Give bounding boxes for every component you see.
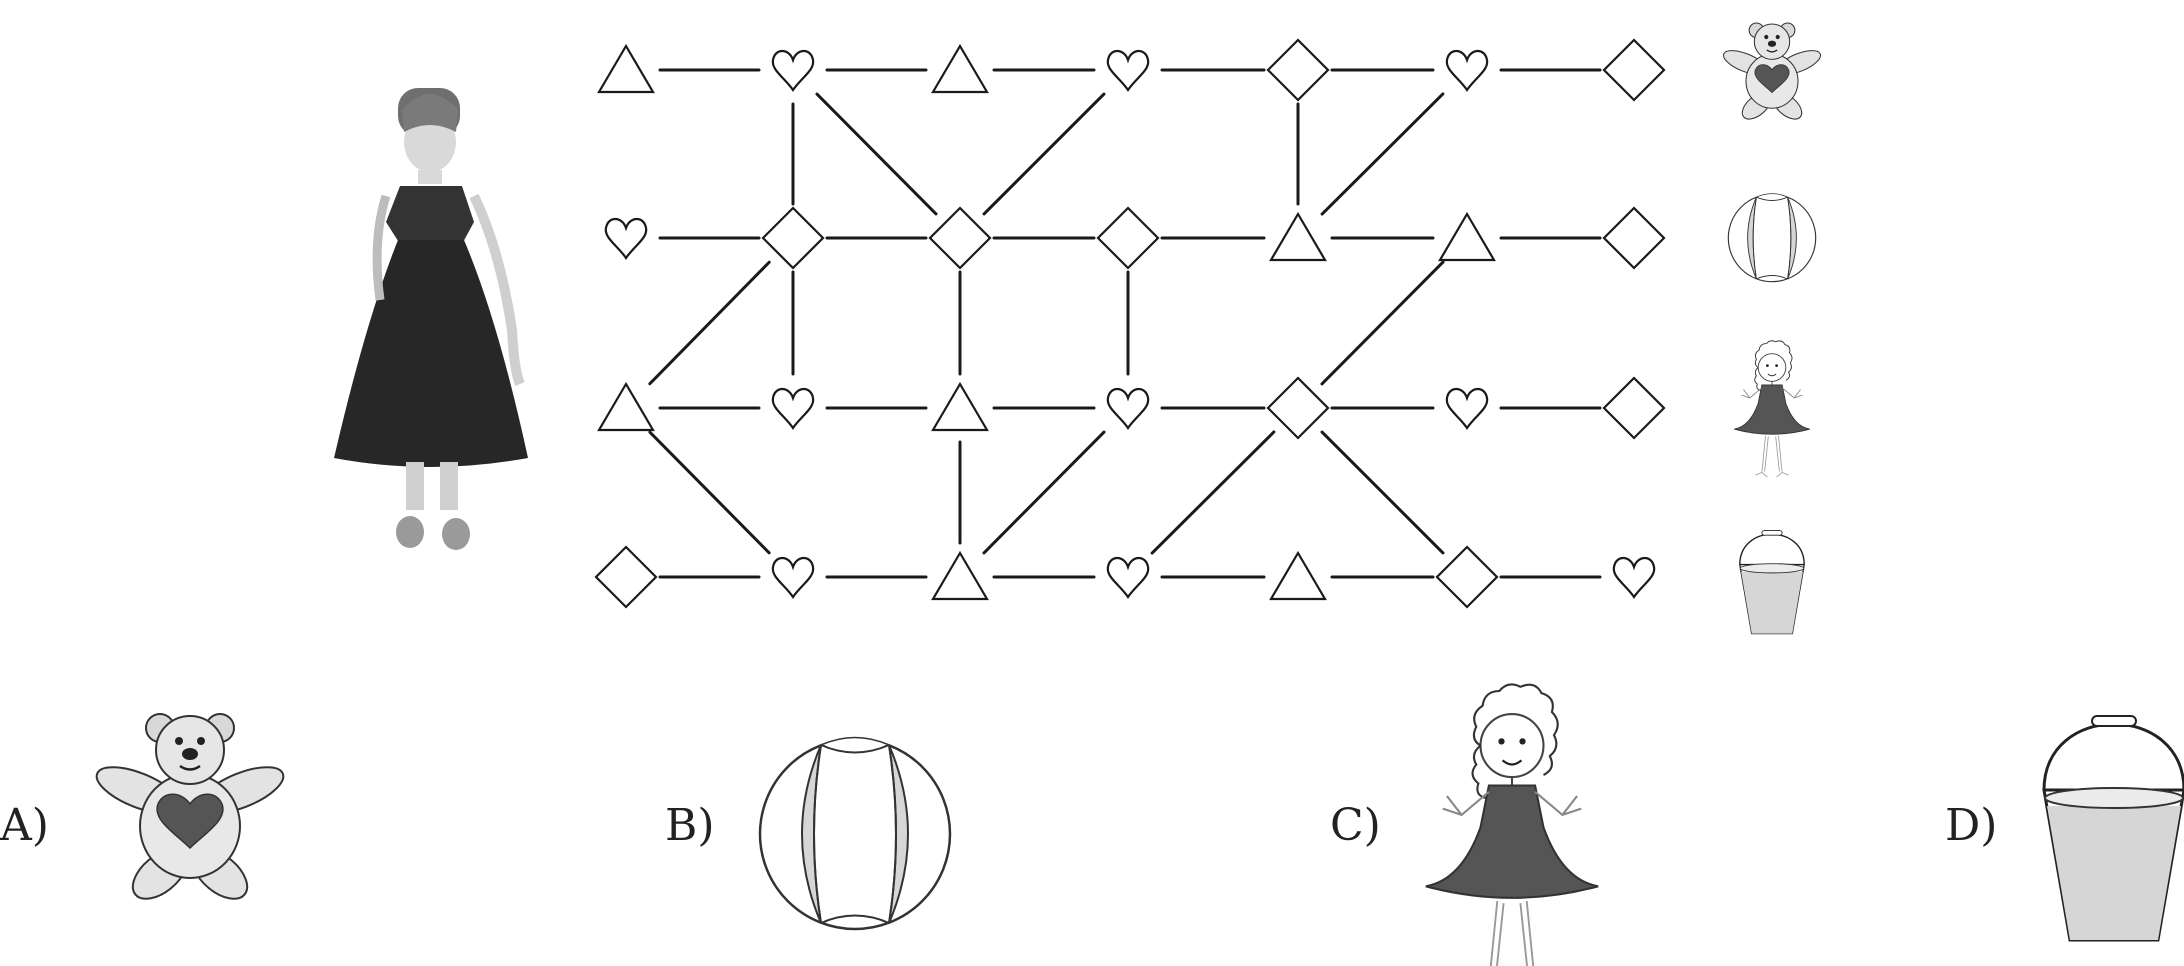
triangle-node [931,550,989,601]
triangle-node [597,381,655,432]
heart-node [771,556,815,599]
bucket-icon [1739,529,1805,635]
option-doll-icon [1424,683,1600,966]
option-label: A) [0,800,49,851]
diamond-node [761,206,825,270]
connection-line [648,430,771,555]
teddy-bear-icon [1719,22,1825,125]
option-bucket-icon [2042,714,2184,942]
connection-line [815,92,938,216]
puzzle-connections [648,68,1602,579]
puzzle-grid [594,38,1666,609]
option-label: B) [665,800,715,851]
diamond-node [1266,376,1330,440]
diamond-node [1266,38,1330,102]
connection-line [1320,92,1445,216]
connection-line [1150,430,1276,555]
triangle-node [597,43,655,94]
triangle-node [1269,550,1327,601]
answer-options [89,683,2184,966]
connection-line [1320,260,1445,386]
diamond-node [928,206,992,270]
diamond-node [594,545,658,609]
triangle-node [1438,211,1496,262]
heart-node [771,49,815,92]
connection-line [982,430,1106,555]
diamond-node [1602,376,1666,440]
triangle-node [931,381,989,432]
heart-node [1445,387,1489,430]
heart-node [1106,387,1150,430]
triangle-node [1269,211,1327,262]
connection-line [982,92,1106,216]
option-label: C) [1330,800,1381,851]
connection-line [648,260,771,386]
diamond-node [1435,545,1499,609]
heart-node [1612,556,1656,599]
heart-node [1445,49,1489,92]
girl-photo [334,88,528,550]
row-icons [1719,22,1825,635]
option-label: D) [1945,800,1998,851]
heart-node [604,217,648,260]
heart-node [771,387,815,430]
diamond-node [1602,206,1666,270]
diamond-node [1602,38,1666,102]
heart-node [1106,49,1150,92]
doll-icon [1733,340,1811,478]
heart-node [1106,556,1150,599]
diamond-node [1096,206,1160,270]
connection-line [1320,430,1445,555]
option-teddy-bear-icon [89,712,291,910]
option-beach-ball-icon [758,736,952,931]
triangle-node [931,43,989,94]
beach-ball-icon [1727,193,1817,283]
